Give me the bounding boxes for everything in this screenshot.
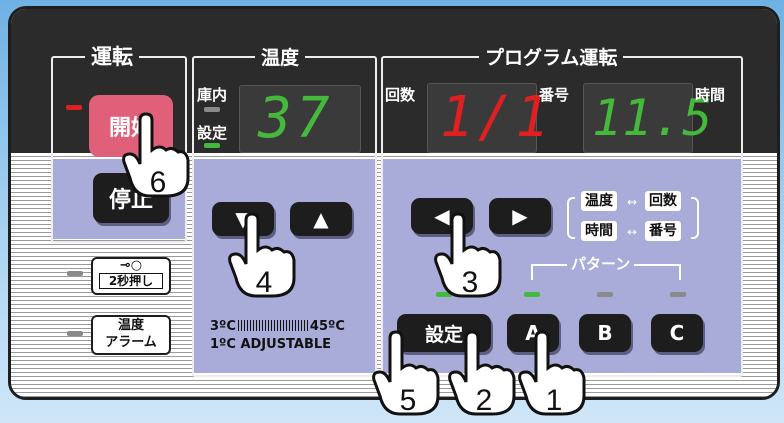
set-lamp [436,292,452,297]
count-value: 1/1 [440,85,554,150]
temp-alarm-label-2: アラーム [105,335,157,350]
hand-pointer-icon: 2 [448,330,516,416]
triangle-left-icon: ◀ [434,204,450,228]
cycle-count: 回数 [645,191,681,211]
pattern-label: パターン [567,253,635,274]
cycle-time: 時間 [581,221,617,241]
set-button-label: 設定 [424,323,463,346]
temp-range-min: 3ºC [210,319,236,334]
time-value: 11.5 [592,89,713,147]
program-title: プログラム運転 [479,43,624,70]
step-6-number: 6 [150,166,167,198]
cycle-arrow-top: ↔ [627,195,638,209]
hand-pointer-icon: 3 [434,212,502,298]
pattern-b-button[interactable]: B [579,314,631,352]
program-right-button[interactable]: ▶ [489,198,551,234]
cycle-number: 番号 [645,221,681,241]
pattern-a-lamp [524,292,540,297]
key-lock-label: 2秒押し [99,273,163,289]
setting-lamp [204,143,220,148]
step-1-number: 1 [546,384,563,416]
hand-pointer-icon: 6 [122,112,190,198]
step-2-number: 2 [476,384,493,416]
pattern-b-label: B [597,321,613,345]
pattern-c-label: C [669,321,685,345]
cycle-indicator: 温度 ↔ 回数 時間 ↔ 番号 [567,189,703,247]
temp-alarm-lamp [67,331,83,336]
temperature-display: 37 [239,85,361,153]
cycle-bracket-left [567,197,575,239]
adjustable-text: 1ºC ADJUSTABLE [210,337,332,352]
count-label: 回数 [385,86,416,104]
hand-pointer-icon: 1 [518,330,586,416]
triangle-up-icon: ▲ [313,207,329,231]
step-5-number: 5 [400,384,417,416]
pattern-c-button[interactable]: C [651,314,703,352]
number-label: 番号 [539,86,570,104]
inside-label: 庫内 [197,86,228,104]
temp-down-button[interactable]: ▼ [212,202,274,236]
pattern-c-lamp [670,292,686,297]
range-scale-bars [237,320,308,331]
cycle-bracket-right [691,197,699,239]
temp-up-button[interactable]: ▲ [290,202,352,236]
temperature-title: 温度 [255,43,306,70]
step-4-number: 4 [256,266,273,298]
operation-title: 運転 [85,41,139,71]
hand-pointer-icon: 4 [228,212,296,298]
setting-label: 設定 [197,124,228,142]
start-lamp [66,105,82,110]
cycle-arrow-bottom: ↔ [627,225,638,239]
pattern-b-lamp [597,292,613,297]
hand-pointer-icon: 5 [372,330,440,416]
count-display: 1/1 [427,83,549,153]
temp-alarm-label-1: 温度 [117,318,144,333]
temperature-value: 37 [258,86,334,151]
key-lock-lamp [67,271,83,276]
temp-range: 3ºC 45ºC [210,319,345,334]
key-icon: ⊸○ [119,258,143,273]
triangle-right-icon: ▶ [512,204,528,228]
inside-lamp [204,107,220,112]
temp-alarm-button[interactable]: 温度 アラーム [91,315,171,355]
cycle-temp: 温度 [581,191,617,211]
stop-button[interactable]: 停止 [93,173,169,223]
time-label: 時間 [695,86,726,104]
key-lock-button[interactable]: ⊸○ 2秒押し [91,257,171,295]
time-display: 11.5 [583,83,712,153]
step-3-number: 3 [462,266,479,298]
temp-range-max: 45ºC [309,319,345,334]
